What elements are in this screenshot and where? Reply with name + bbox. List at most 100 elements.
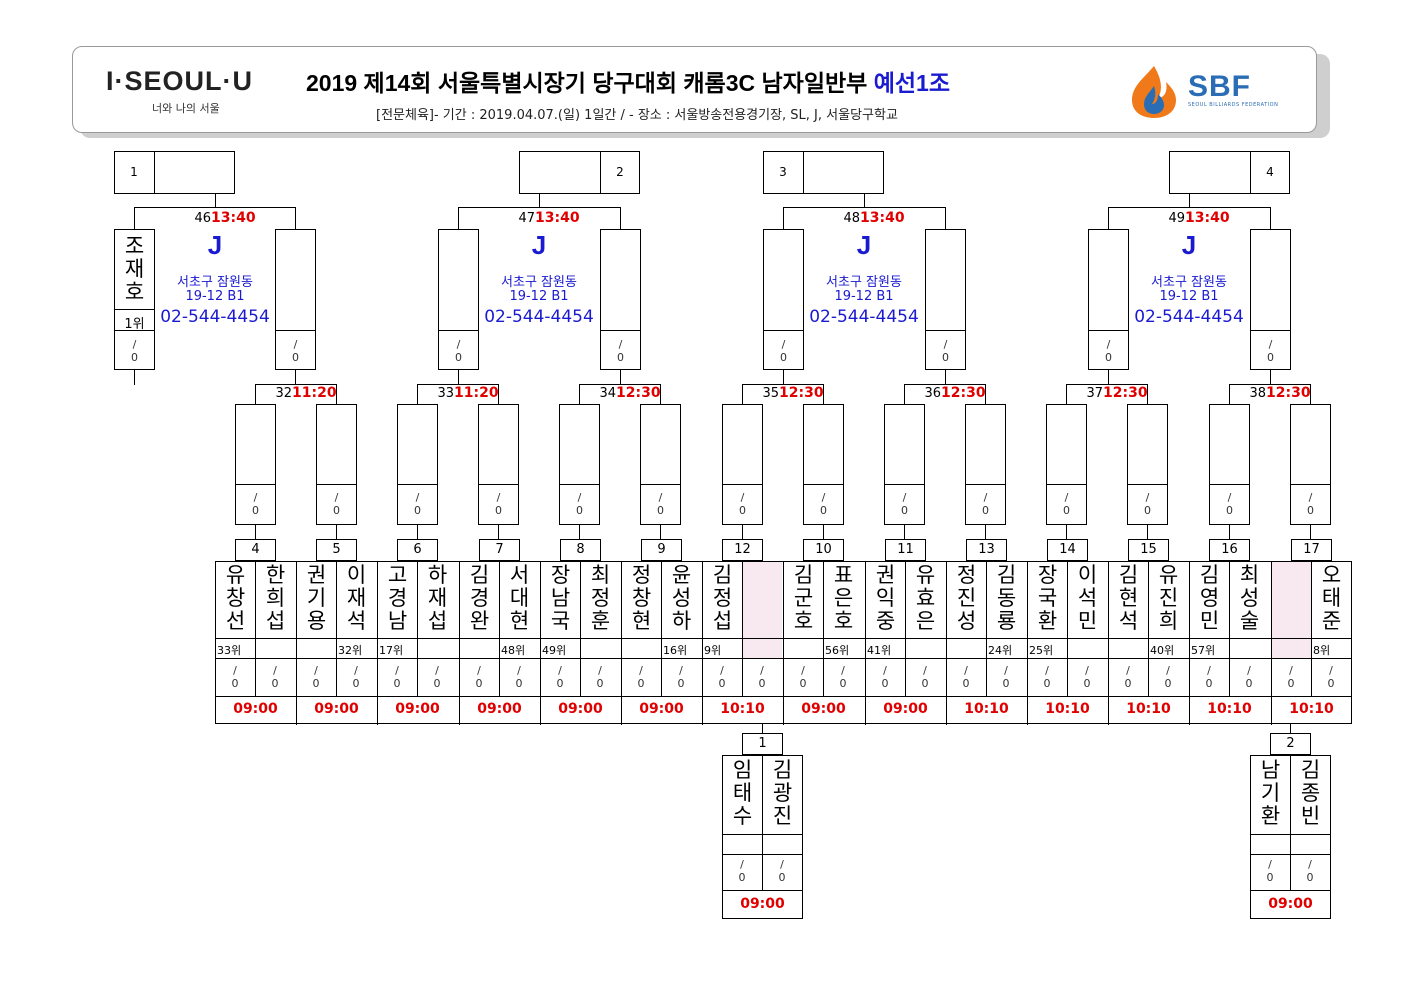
bracket-line [114,330,155,331]
first-round-match-number [1128,539,1169,561]
semi-match-49-number: 49 [1168,211,1185,226]
bracket-line [539,194,540,208]
first-round-time: 09:00 [314,701,359,717]
seed-box-3 [763,151,884,194]
score: /0 [1306,858,1314,884]
score: /0 [839,664,847,690]
quarter-match-37-time: 12:30 [1103,385,1148,401]
semi-player-rank: 1위 [124,317,145,332]
score: /0 [393,664,401,690]
semi-player-box [925,229,966,370]
bracket-line [620,370,621,385]
bracket-line [417,525,418,540]
bracket-line [1027,561,1028,725]
bracket-line [1147,384,1148,405]
prelim-match-1: 1 [758,736,767,751]
quarter-player-box [478,404,519,525]
bracket-line [884,484,925,485]
bracket-line [1290,724,1291,734]
score: /0 [1245,664,1253,690]
score: /0 [921,664,929,690]
bracket-line [904,525,905,540]
bracket-line [255,384,337,385]
first-round-time: 09:00 [558,701,603,717]
first-round-match-4: 4 [251,542,260,557]
bracket-line [215,194,216,208]
player-rank: 56위 [825,644,850,657]
first-round-time: 09:00 [801,701,846,717]
bracket-line [600,330,641,331]
bracket-line [579,525,580,540]
bracket-line [458,370,459,385]
score: /0 [252,491,259,517]
venue-phone: 02-544-4454 [160,307,270,327]
venue-phone: 02-544-4454 [1134,307,1244,327]
player-rank: 25위 [1029,644,1054,657]
score: /0 [352,664,360,690]
score: /0 [576,491,583,517]
event-info: [전문체육]- 기간 : 2019.04.07.(일) 1일간 / - 장소 :… [376,108,898,123]
player-rank: 9위 [704,644,722,657]
seed-box-1 [114,151,235,194]
venue-table: J [207,230,223,260]
bracket-line [336,384,337,405]
first-round-time: 09:00 [233,701,278,717]
bracket-line [1250,330,1291,331]
bracket-line [579,384,661,385]
semi-player-box [763,229,804,370]
title-group: 예선1조 [873,70,950,96]
bracket-line [823,561,824,696]
first-round-match-number [1209,539,1250,561]
score: /0 [1144,491,1151,517]
quarter-player-box [559,404,600,525]
bracket-line [1147,525,1148,540]
player-rank: 33위 [217,644,242,657]
bracket-line [417,561,418,696]
score: /0 [271,664,279,690]
score: /0 [495,491,502,517]
bracket-line [661,561,662,696]
score: /0 [1266,858,1274,884]
score: /0 [433,664,441,690]
first-round-match-7: 7 [495,542,504,557]
quarter-player-box [1209,404,1250,525]
venue-phone: 02-544-4454 [484,307,594,327]
first-round-match-number [1291,539,1332,561]
score: /0 [657,491,664,517]
bracket-line [702,561,703,725]
bracket-line [336,561,337,696]
first-round-match-number [1047,539,1088,561]
seed-number: 1 [130,165,138,179]
bracket-line [498,384,499,405]
bracket-line [762,724,763,734]
score: /0 [1083,664,1091,690]
bracket-line [965,484,1006,485]
score: /0 [1205,664,1213,690]
score: /0 [333,491,340,517]
score: /0 [901,491,908,517]
bracket-line [763,330,804,331]
score: /0 [1105,338,1112,364]
quarter-match-38-number: 38 [1249,386,1266,401]
first-round-time: 10:10 [1126,701,1171,717]
bracket-line [783,561,784,725]
player-rank: 57위 [1191,644,1216,657]
semi-player-box [275,229,316,370]
bracket-line [215,658,1352,659]
score: /0 [292,338,299,364]
bracket-line [904,384,986,385]
bracket-line [377,561,378,725]
bracket-line [904,384,905,405]
